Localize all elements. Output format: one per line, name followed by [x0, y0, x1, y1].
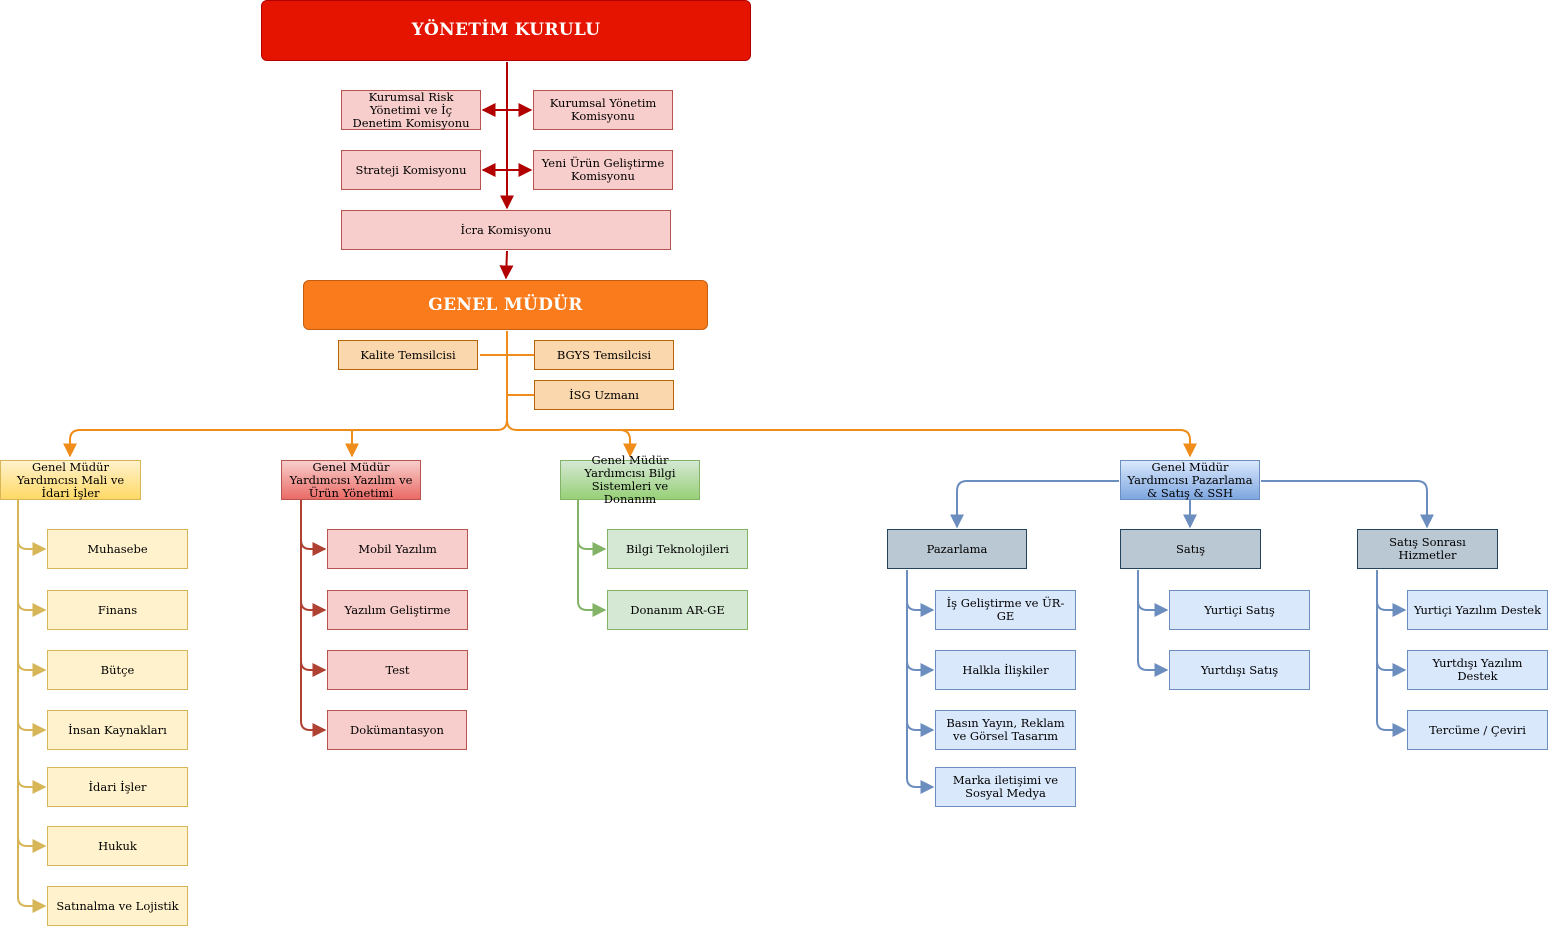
software-unit: Test [327, 650, 468, 690]
marketing-unit: İş Geliştirme ve ÜR-GE [935, 590, 1076, 630]
finance-unit: Muhasebe [47, 529, 188, 569]
department-sales-label: Satış [1176, 541, 1205, 556]
department-marketing: Pazarlama [887, 529, 1027, 569]
software-unit-label: Test [385, 662, 410, 677]
committee-risk-label: Kurumsal Risk Yönetimi ve İç Denetim Kom… [352, 89, 470, 130]
it-unit-label: Bilgi Teknolojileri [626, 541, 729, 556]
marketing-unit: Basın Yayın, Reklam ve Görsel Tasarım [935, 710, 1076, 750]
committee-new-product: Yeni Ürün Geliştirme Komisyonu [533, 150, 673, 190]
it-unit: Bilgi Teknolojileri [607, 529, 748, 569]
finance-unit: Satınalma ve Lojistik [47, 886, 188, 926]
gm-staff-isg-label: İSG Uzmanı [569, 387, 639, 402]
marketing-unit-label: Halkla İlişkiler [962, 662, 1049, 677]
deputy-marketing: Genel Müdür Yardımcısı Pazarlama & Satış… [1120, 460, 1260, 500]
committee-strategy: Strateji Komisyonu [341, 150, 481, 190]
committee-executive: İcra Komisyonu [341, 210, 671, 250]
after-sales-unit-label: Tercüme / Çeviri [1429, 722, 1526, 737]
finance-unit-label: İdari İşler [88, 779, 147, 794]
marketing-unit-label: İş Geliştirme ve ÜR-GE [946, 596, 1065, 623]
deputy-marketing-label: Genel Müdür Yardımcısı Pazarlama & Satış… [1127, 459, 1253, 500]
committee-corporate: Kurumsal Yönetim Komisyonu [533, 90, 673, 130]
marketing-unit: Marka iletişimi ve Sosyal Medya [935, 767, 1076, 807]
after-sales-unit: Yurtiçi Yazılım Destek [1407, 590, 1548, 630]
finance-unit: İnsan Kaynakları [47, 710, 188, 750]
marketing-unit-label: Basın Yayın, Reklam ve Görsel Tasarım [946, 716, 1065, 743]
gm-staff-quality-label: Kalite Temsilcisi [360, 347, 456, 362]
after-sales-unit: Tercüme / Çeviri [1407, 710, 1548, 750]
committee-strategy-label: Strateji Komisyonu [355, 162, 467, 177]
finance-unit-label: Finans [97, 602, 138, 617]
finance-unit-label: Bütçe [100, 662, 135, 677]
sales-unit-label: Yurtdışı Satış [1200, 662, 1279, 677]
it-unit-label: Donanım AR-GE [630, 602, 725, 617]
deputy-software: Genel Müdür Yardımcısı Yazılım ve Ürün Y… [281, 460, 421, 500]
gm-staff-quality: Kalite Temsilcisi [338, 340, 478, 370]
after-sales-unit-label: Yurtdışı Yazılım Destek [1432, 656, 1523, 683]
gm-staff-bgys: BGYS Temsilcisi [534, 340, 674, 370]
board-box: YÖNETİM KURULU [261, 0, 751, 61]
gm-title: GENEL MÜDÜR [428, 294, 583, 315]
after-sales-unit: Yurtdışı Yazılım Destek [1407, 650, 1548, 690]
department-marketing-label: Pazarlama [926, 541, 988, 556]
deputy-it: Genel Müdür Yardımcısı Bilgi Sistemleri … [560, 454, 700, 506]
software-unit: Dokümantasyon [327, 710, 467, 750]
marketing-unit-label: Marka iletişimi ve Sosyal Medya [952, 773, 1059, 800]
software-unit-label: Yazılım Geliştirme [344, 602, 451, 617]
software-unit-label: Dokümantasyon [350, 722, 444, 737]
software-unit-label: Mobil Yazılım [358, 541, 437, 556]
gm-staff-bgys-label: BGYS Temsilcisi [556, 347, 652, 362]
committee-executive-label: İcra Komisyonu [460, 222, 552, 237]
finance-unit: Finans [47, 590, 188, 630]
deputy-finance: Genel Müdür Yardımcısı Mali ve İdari İşl… [0, 460, 141, 500]
marketing-unit: Halkla İlişkiler [935, 650, 1076, 690]
gm-box: GENEL MÜDÜR [303, 280, 708, 330]
department-after-sales: Satış Sonrası Hizmetler [1357, 529, 1498, 569]
deputy-finance-label: Genel Müdür Yardımcısı Mali ve İdari İşl… [16, 459, 125, 500]
it-unit: Donanım AR-GE [607, 590, 748, 630]
gm-staff-isg: İSG Uzmanı [534, 380, 674, 410]
department-sales: Satış [1120, 529, 1261, 569]
after-sales-unit-label: Yurtiçi Yazılım Destek [1413, 602, 1542, 617]
committee-corporate-label: Kurumsal Yönetim Komisyonu [549, 96, 657, 123]
finance-unit-label: Hukuk [98, 838, 137, 853]
committee-risk: Kurumsal Risk Yönetimi ve İç Denetim Kom… [341, 90, 481, 130]
finance-unit: Hukuk [47, 826, 188, 866]
software-unit: Mobil Yazılım [327, 529, 468, 569]
finance-unit-label: Muhasebe [87, 541, 148, 556]
finance-unit-label: İnsan Kaynakları [68, 722, 167, 737]
finance-unit: İdari İşler [47, 767, 188, 807]
software-unit: Yazılım Geliştirme [327, 590, 468, 630]
department-after-sales-label: Satış Sonrası Hizmetler [1389, 535, 1466, 562]
deputy-it-label: Genel Müdür Yardımcısı Bilgi Sistemleri … [584, 453, 676, 506]
board-title: YÖNETİM KURULU [411, 20, 601, 40]
sales-unit: Yurtiçi Satış [1169, 590, 1310, 630]
sales-unit: Yurtdışı Satış [1169, 650, 1310, 690]
deputy-software-label: Genel Müdür Yardımcısı Yazılım ve Ürün Y… [289, 459, 413, 500]
sales-unit-label: Yurtiçi Satış [1204, 602, 1275, 617]
finance-unit: Bütçe [47, 650, 188, 690]
finance-unit-label: Satınalma ve Lojistik [56, 898, 179, 913]
committee-new-product-label: Yeni Ürün Geliştirme Komisyonu [541, 156, 665, 183]
